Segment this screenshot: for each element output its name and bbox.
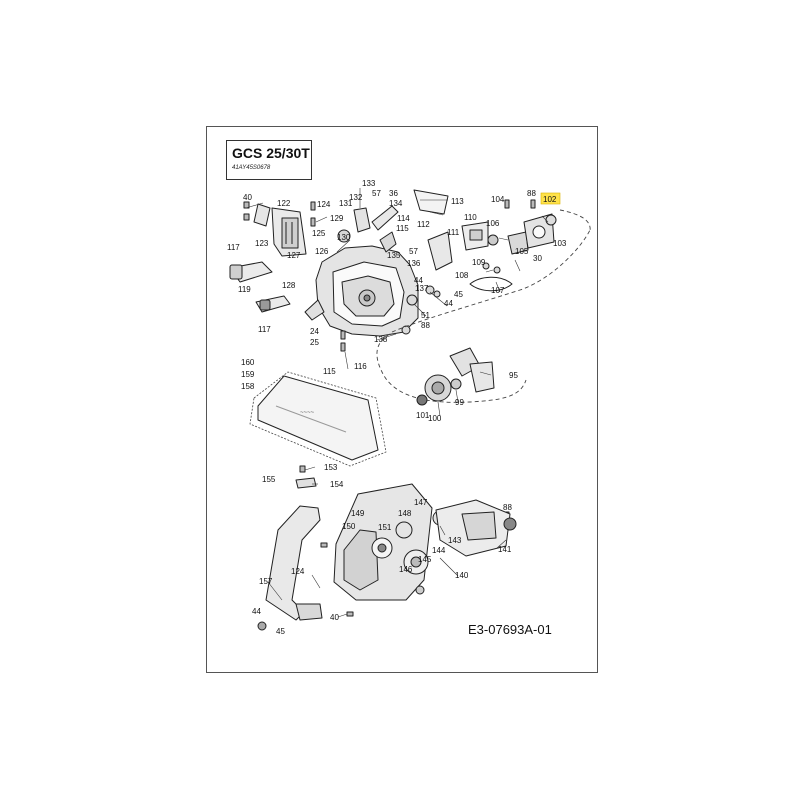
part-label[interactable]: 108 [455, 271, 469, 280]
part-label[interactable]: 45 [454, 290, 463, 299]
part-label[interactable]: 150 [342, 522, 356, 531]
svg-text:~~~~: ~~~~ [300, 410, 315, 416]
part-label[interactable]: 44 [444, 299, 453, 308]
part-label[interactable]: 154 [330, 480, 344, 489]
exploded-view-drawing: ~~~~ [229, 189, 591, 631]
front-handle [257, 505, 323, 631]
part-label[interactable]: 134 [389, 199, 403, 208]
part-label[interactable]: 88 [421, 321, 430, 330]
part-label[interactable]: 115 [323, 367, 336, 376]
part-label[interactable]: 149 [351, 509, 365, 518]
part-label[interactable]: 136 [407, 259, 421, 268]
part-label[interactable]: 101 [416, 411, 430, 420]
part-label[interactable]: 124 [291, 567, 305, 576]
highlighted-part-marker [540, 192, 561, 205]
part-label[interactable]: 141 [498, 545, 512, 554]
part-label[interactable]: 117 [258, 325, 271, 334]
part-label[interactable]: 125 [312, 229, 326, 238]
part-label[interactable]: 105 [515, 247, 529, 256]
part-label[interactable]: 107 [491, 286, 505, 295]
part-label[interactable]: 143 [448, 536, 462, 545]
part-label[interactable]: 112 [417, 220, 430, 229]
part-label[interactable]: 155 [262, 475, 276, 484]
part-label[interactable]: 124 [317, 200, 331, 209]
part-label[interactable]: 88 [527, 189, 536, 198]
part-label[interactable]: 45 [276, 627, 285, 636]
part-label[interactable]: 114 [397, 214, 410, 223]
part-label[interactable]: 36 [389, 189, 398, 198]
part-label[interactable]: 57 [409, 247, 418, 256]
part-label[interactable]: 137 [415, 284, 429, 293]
part-label[interactable]: 148 [398, 509, 412, 518]
air-filter-housing [253, 203, 307, 257]
part-label[interactable]: 44 [414, 276, 423, 285]
part-label[interactable]: 128 [282, 281, 296, 290]
chain-tensioner [295, 477, 317, 489]
part-label[interactable]: 157 [259, 577, 273, 586]
part-label[interactable]: 123 [255, 239, 269, 248]
part-label[interactable]: 119 [238, 285, 251, 294]
part-label[interactable]: 40 [243, 193, 252, 202]
part-label[interactable]: 99 [455, 398, 464, 407]
part-label[interactable]: 130 [337, 233, 351, 242]
carburettor-parts [337, 189, 449, 253]
crankcase-housing [304, 245, 419, 337]
part-label[interactable]: 100 [428, 414, 442, 423]
part-label[interactable]: 95 [509, 371, 518, 380]
part-label[interactable]: 126 [315, 247, 329, 256]
part-label[interactable]: 160 [241, 358, 255, 367]
part-label[interactable]: 24 [310, 327, 319, 336]
part-label[interactable]: 88 [503, 503, 512, 512]
part-label[interactable]: 131 [339, 199, 353, 208]
grip-assembly [229, 261, 291, 313]
part-label[interactable]: 117 [227, 243, 240, 252]
part-label[interactable]: 122 [277, 199, 291, 208]
part-label[interactable]: 111 [447, 228, 460, 237]
model-code: 41AY45S0678 [232, 165, 271, 171]
part-label[interactable]: 104 [491, 195, 505, 204]
part-label[interactable]: 132 [349, 193, 363, 202]
drawing-reference-id: E3-07693A-01 [468, 622, 552, 637]
fan-cover [435, 499, 517, 557]
part-label[interactable]: 127 [287, 251, 301, 260]
part-label[interactable]: 51 [421, 311, 430, 320]
part-label[interactable]: 57 [372, 189, 381, 198]
leader-lines [245, 188, 549, 618]
washers [401, 262, 501, 335]
part-label[interactable]: 135 [387, 251, 401, 260]
guide-bar: ~~~~ [249, 371, 387, 467]
part-label[interactable]: 115 [396, 224, 409, 233]
part-label[interactable]: 138 [374, 335, 388, 344]
part-label[interactable]: 133 [362, 179, 376, 188]
part-label[interactable]: 146 [399, 565, 413, 574]
part-label[interactable]: 44 [252, 607, 261, 616]
part-label[interactable]: 113 [451, 197, 464, 206]
part-label[interactable]: 153 [324, 463, 338, 472]
part-label[interactable]: 116 [354, 362, 367, 371]
part-label[interactable]: 40 [330, 613, 339, 622]
part-label[interactable]: 129 [330, 214, 344, 223]
clutch-group [416, 347, 495, 406]
part-label[interactable]: 159 [241, 370, 255, 379]
model-title: GCS 25/30T [232, 145, 310, 161]
part-label[interactable]: 151 [378, 523, 392, 532]
part-label[interactable]: 25 [310, 338, 319, 347]
part-label[interactable]: 110 [464, 213, 477, 222]
part-label[interactable]: 102 [543, 195, 557, 204]
part-label[interactable]: 140 [455, 571, 469, 580]
part-label[interactable]: 145 [418, 555, 432, 564]
part-label[interactable]: 147 [414, 498, 428, 507]
part-label[interactable]: 103 [553, 239, 567, 248]
title-box: GCS 25/30T 41AY45S0678 [226, 140, 312, 180]
part-label[interactable]: 158 [241, 382, 255, 391]
part-label[interactable]: 30 [533, 254, 542, 263]
part-label[interactable]: 106 [486, 219, 500, 228]
part-label[interactable]: 144 [432, 546, 446, 555]
part-labels: 133 36 88 132 57 134 104 102 40 122 124 … [227, 179, 567, 636]
part-label[interactable]: 109 [472, 258, 486, 267]
